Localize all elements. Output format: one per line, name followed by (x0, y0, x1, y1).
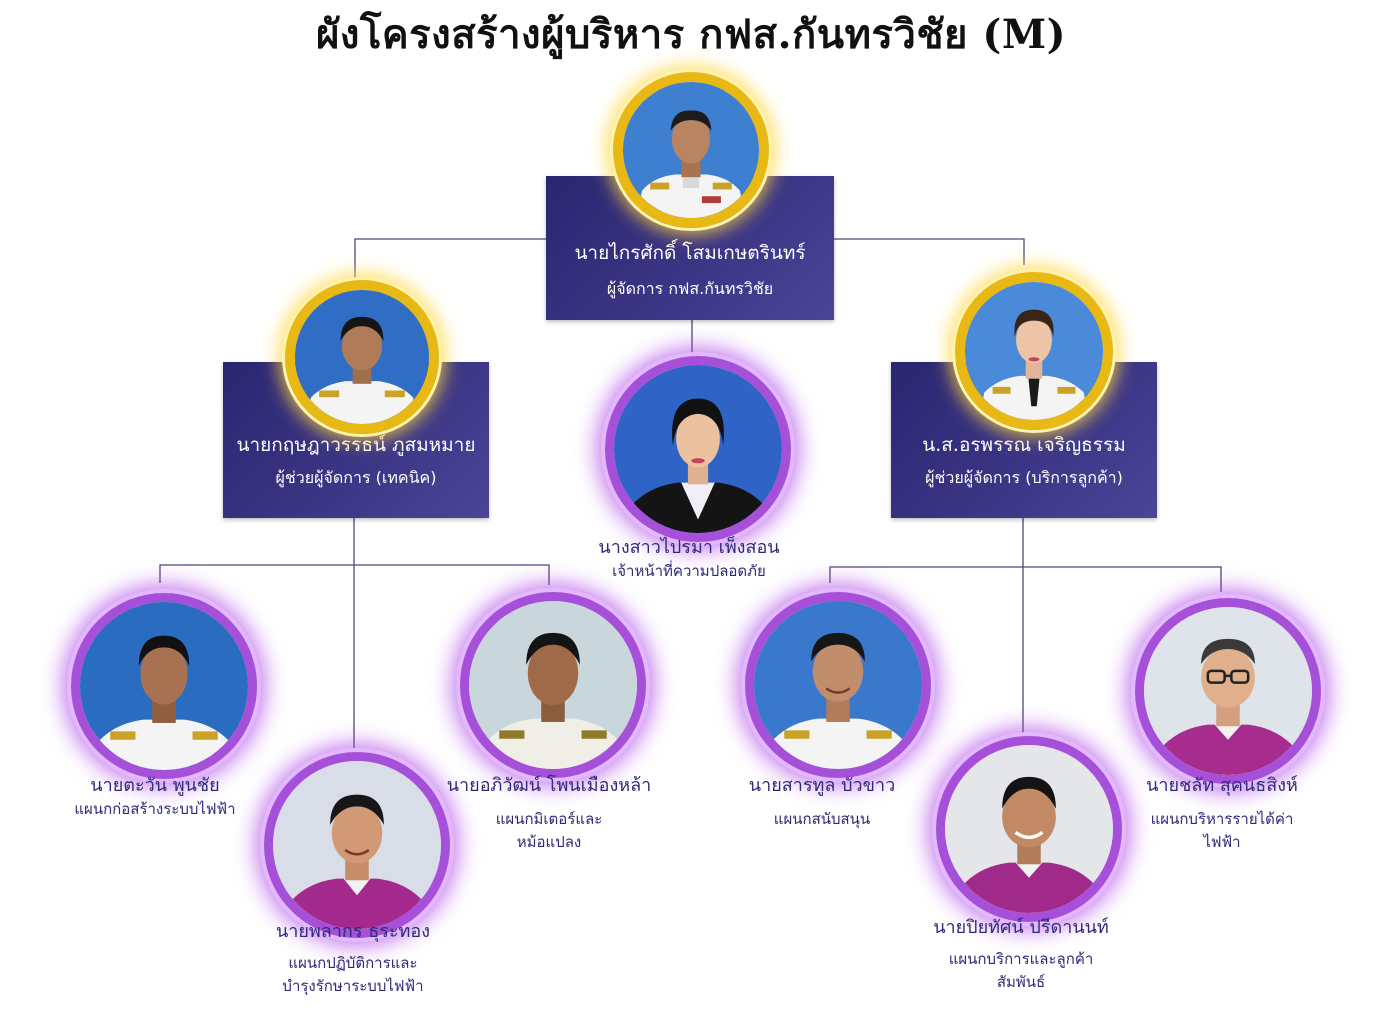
construction-role: แผนกก่อสร้างระบบไฟฟ้า (74, 800, 236, 818)
manager-box: นายไกรศักดิ์ โสมเกษตรินทร์ ผู้จัดการ กฟส… (546, 176, 834, 320)
portrait-uniform-female-icon (965, 282, 1103, 420)
assistant-technical-box: นายกฤษฎาวรรธน์ ภูสมหมาย ผู้ช่วยผู้จัดการ… (223, 362, 489, 518)
assistant-customer-name: น.ส.อรพรรณ เจริญธรรม (922, 434, 1126, 456)
portrait-uniform-icon (295, 290, 429, 424)
portrait-uniform-icon (754, 601, 922, 769)
revenue-role-line1: แผนกบริหารรายได้ค่า (1150, 810, 1294, 828)
assistant-customer-box: น.ส.อรพรรณ เจริญธรรม ผู้ช่วยผู้จัดการ (บ… (891, 362, 1157, 518)
revenue-photo (1135, 598, 1321, 784)
connector-tech-branch (159, 564, 550, 585)
assistant-technical-name: นายกฤษฎาวรรธน์ ภูสมหมาย (236, 434, 476, 456)
portrait-purple-shirt-icon (945, 745, 1113, 913)
meter-label: นายอภิวัฒน์ โพนเมืองหล้า แผนกมิเตอร์และ … (399, 774, 699, 854)
manager-name: นายไกรศักดิ์ โสมเกษตรินทร์ (574, 242, 806, 264)
assistant-technical-photo (285, 280, 439, 434)
meter-photo (460, 592, 646, 778)
portrait-black-suit-female-icon (614, 365, 782, 533)
support-role: แผนกสนับสนุน (773, 810, 871, 828)
support-label: นายสารทูล บัวขาว แผนกสนับสนุน (672, 774, 972, 831)
safety-name: นางสาวไปรมา เพ็งสอน (598, 537, 780, 558)
meter-role-line2: หม้อแปลง (516, 833, 582, 851)
connector-manager-left (354, 238, 546, 280)
meter-role-line1: แผนกมิเตอร์และ (495, 810, 603, 828)
portrait-uniform-icon (80, 602, 248, 770)
customer-service-role-line1: แผนกบริการและลูกค้า (948, 950, 1094, 968)
portrait-uniform-icon (623, 82, 759, 218)
revenue-name: นายชลัท สุคนธสิงห์ (1146, 775, 1298, 796)
customer-service-photo (936, 736, 1122, 922)
operations-photo (264, 752, 450, 938)
portrait-uniform-icon (469, 601, 637, 769)
connector-cust-branch (829, 566, 1222, 592)
construction-name: นายตะวัน พูนชัย (90, 775, 220, 796)
safety-photo (605, 356, 791, 542)
portrait-purple-shirt-icon (273, 761, 441, 929)
page-title: ผังโครงสร้างผู้บริหาร กฟส.กันทรวิชัย (M) (315, 11, 1067, 58)
support-name: นายสารทูล บัวขาว (748, 775, 896, 796)
operations-name: นายพลากร ธุระทอง (275, 921, 431, 942)
safety-label: นางสาวไปรมา เพ็งสอน เจ้าหน้าที่ความปลอดภ… (539, 536, 839, 583)
assistant-technical-role: ผู้ช่วยผู้จัดการ (เทคนิค) (275, 468, 437, 487)
manager-role: ผู้จัดการ กฟส.กันทรวิชัย (606, 279, 774, 298)
portrait-purple-shirt-glasses-icon (1144, 607, 1312, 775)
customer-service-name: นายปิยทัศน์ ปรีดานนท์ (933, 917, 1109, 938)
assistant-customer-role: ผู้ช่วยผู้จัดการ (บริการลูกค้า) (925, 468, 1123, 487)
assistant-customer-photo (955, 272, 1113, 430)
customer-service-label: นายปิยทัศน์ ปรีดานนท์ แผนกบริการและลูกค้… (871, 916, 1171, 994)
operations-role-line1: แผนกปฏิบัติการและ (288, 954, 418, 972)
customer-service-role-line2: สัมพันธ์ (996, 973, 1046, 991)
revenue-label: นายชลัท สุคนธสิงห์ แผนกบริหารรายได้ค่า ไ… (1072, 774, 1372, 854)
construction-photo (71, 593, 257, 779)
connector-manager-right (834, 238, 1025, 265)
operations-label: นายพลากร ธุระทอง แผนกปฏิบัติการและ บำรุง… (203, 920, 503, 998)
support-photo (745, 592, 931, 778)
operations-role-line2: บำรุงรักษาระบบไฟฟ้า (282, 977, 424, 995)
construction-label: นายตะวัน พูนชัย แผนกก่อสร้างระบบไฟฟ้า (10, 774, 300, 821)
revenue-role-line2: ไฟฟ้า (1203, 833, 1241, 851)
safety-role: เจ้าหน้าที่ความปลอดภัย (612, 562, 766, 580)
manager-photo (613, 72, 769, 228)
meter-name: นายอภิวัฒน์ โพนเมืองหล้า (446, 775, 652, 796)
